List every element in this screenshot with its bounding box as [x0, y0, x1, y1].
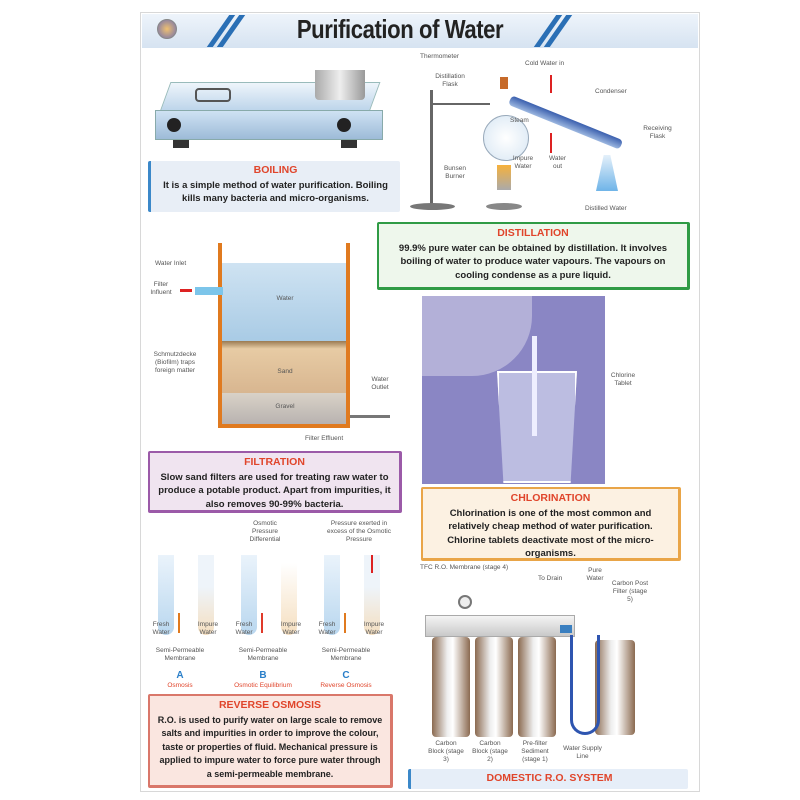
flask-label: Distillation Flask [435, 73, 465, 88]
pure-water-label: Pure Water [586, 567, 604, 582]
distilled-water-label: Distilled Water [585, 205, 627, 212]
panel-name: Osmosis [167, 682, 193, 689]
impure-water-label: Impure Water [512, 155, 534, 170]
fresh-water-label: Fresh Water [235, 621, 253, 636]
impure-water-label: Impure Water [363, 621, 385, 636]
pressure-exerted-label: Pressure exerted in excess of the Osmoti… [327, 520, 391, 543]
gravel-layer-label: Gravel [275, 403, 295, 410]
panel-letter: C [342, 670, 350, 681]
osmotic-differential-label: Osmotic Pressure Differential [249, 520, 281, 543]
schmutzdecke-label: Schmutzdecke (Biofilm) traps foreign mat… [153, 351, 197, 374]
gas-stove-illustration [155, 70, 385, 152]
distillation-text: 99.9% pure water can be obtained by dist… [398, 242, 668, 281]
membrane-label: Semi-Permeable Membrane [321, 647, 371, 662]
carbon-block-3-label: Carbon Block (stage 3) [428, 740, 464, 763]
panel-letter: A [176, 670, 184, 681]
carbon-post-filter-label: Carbon Post Filter (stage 5) [611, 580, 649, 603]
sand-layer-label: Sand [277, 368, 293, 375]
boiling-box: BOILING It is a simple method of water p… [148, 161, 400, 212]
burner-label: Bunsen Burner [443, 165, 467, 180]
chlorination-illustration [422, 296, 605, 484]
page-title: Purification of Water [296, 14, 504, 44]
water-outlet-label: Water Outlet [371, 376, 389, 391]
reverse-osmosis-heading: REVERSE OSMOSIS [218, 699, 322, 711]
water-out-label: Water out [548, 155, 567, 170]
membrane-label: Semi-Permeable Membrane [238, 647, 288, 662]
chlorine-tablet-label: Chlorine Tablet [610, 372, 636, 387]
membrane-label: Semi-Permeable Membrane [155, 647, 205, 662]
condenser-label: Condenser [595, 88, 627, 95]
fresh-water-label: Fresh Water [318, 621, 336, 636]
steam-label: Steam [510, 117, 529, 124]
impure-water-label: Impure Water [280, 621, 302, 636]
to-drain-label: To Drain [538, 575, 563, 582]
receiving-flask-label: Receiving Flask [643, 125, 672, 140]
filtration-heading: FILTRATION [244, 456, 305, 468]
filtration-text: Slow sand filters are used for treating … [158, 471, 391, 510]
osmosis-panel-c: Fresh Water Impure Water Semi-Permeable … [316, 555, 396, 690]
thermometer-label: Thermometer [420, 53, 460, 60]
cold-water-label: Cold Water in [525, 60, 565, 67]
chlorination-text: Chlorination is one of the most common a… [447, 507, 654, 560]
distillation-apparatus: Thermometer Distillation Flask Cold Wate… [400, 53, 690, 215]
reverse-osmosis-box: REVERSE OSMOSIS R.O. is used to purify w… [148, 694, 393, 788]
supply-line-label: Water Supply Line [563, 745, 602, 760]
reverse-osmosis-text: R.O. is used to purify water on large sc… [157, 714, 383, 779]
logo [157, 19, 177, 39]
tfc-membrane-label: TFC R.O. Membrane (stage 4) [420, 564, 509, 571]
osmosis-panel-a: Fresh Water Impure Water Semi-Permeable … [150, 555, 230, 690]
sand-filter-illustration: Water Sand Gravel Water Inlet Filter Inf… [145, 243, 405, 443]
chlorination-box: CHLORINATION Chlorination is one of the … [421, 487, 681, 561]
distillation-box: DISTILLATION 99.9% pure water can be obt… [377, 222, 690, 290]
boiling-text: It is a simple method of water purificat… [163, 179, 388, 205]
carbon-block-2-label: Carbon Block (stage 2) [472, 740, 508, 763]
boiling-heading: BOILING [253, 164, 298, 176]
chlorination-heading: CHLORINATION [510, 492, 591, 504]
panel-letter: B [259, 670, 267, 681]
filter-influent-label: Filter Influent [150, 281, 172, 296]
ro-system-illustration: TFC R.O. Membrane (stage 4) To Drain Pur… [420, 564, 690, 770]
water-layer-label: Water [276, 295, 294, 302]
impure-water-label: Impure Water [197, 621, 219, 636]
water-inlet-label: Water Inlet [155, 260, 187, 267]
panel-name: Osmotic Equilibrium [234, 682, 292, 689]
osmosis-panel-b: Fresh Water Impure Water Semi-Permeable … [233, 555, 313, 690]
panel-name: Reverse Osmosis [320, 682, 372, 689]
prefilter-label: Pre-filter Sediment (stage 1) [521, 740, 549, 763]
filter-effluent-label: Filter Effluent [305, 435, 344, 442]
fresh-water-label: Fresh Water [152, 621, 170, 636]
domestic-ro-box: DOMESTIC R.O. SYSTEM [408, 769, 688, 789]
filtration-box: FILTRATION Slow sand filters are used fo… [148, 451, 402, 513]
distillation-heading: DISTILLATION [497, 227, 569, 239]
domestic-ro-heading: DOMESTIC R.O. SYSTEM [486, 772, 613, 784]
